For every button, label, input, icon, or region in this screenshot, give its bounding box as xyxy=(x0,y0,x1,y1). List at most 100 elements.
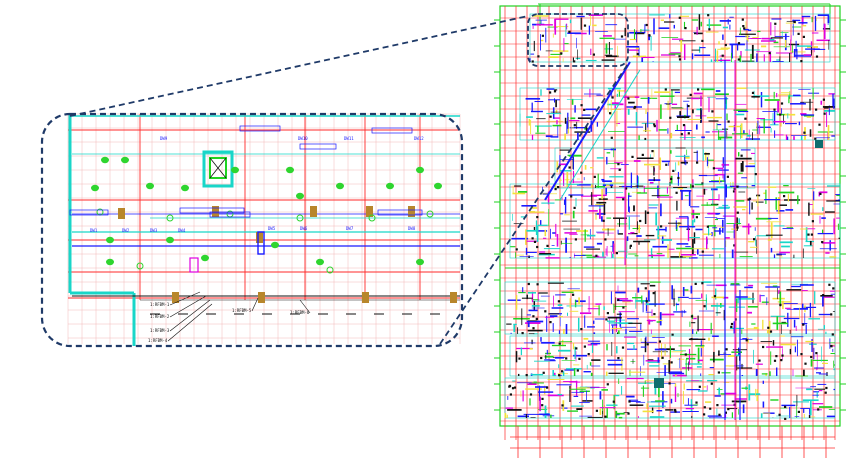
callout-connector xyxy=(69,13,629,345)
equipment-mark xyxy=(696,161,699,164)
equipment-mark xyxy=(780,359,783,362)
equipment-mark xyxy=(768,52,771,55)
equipment-mark xyxy=(572,293,575,296)
building-wing xyxy=(554,147,756,189)
riser-shaft xyxy=(189,257,199,273)
equipment-mark xyxy=(618,168,621,171)
equipment-mark xyxy=(687,132,690,135)
equipment-mark xyxy=(604,238,607,241)
equipment-mark xyxy=(825,386,828,390)
equipment-mark xyxy=(602,219,605,222)
equipment-mark xyxy=(661,356,664,359)
diffuser xyxy=(166,214,174,222)
equipment-mark xyxy=(708,28,711,31)
equipment-mark xyxy=(712,167,715,170)
equipment-mark xyxy=(645,23,648,27)
equipment-mark xyxy=(744,117,747,120)
equipment-mark xyxy=(740,154,743,157)
equipment-mark xyxy=(824,391,827,394)
structural-column xyxy=(366,206,373,217)
equipment-mark xyxy=(576,369,579,372)
equipment-mark xyxy=(727,408,730,411)
equipment-mark xyxy=(713,295,716,298)
equipment-mark xyxy=(549,115,552,118)
equipment-mark xyxy=(558,342,561,345)
annotation-box xyxy=(371,127,413,134)
stair-shaft xyxy=(209,157,227,179)
overview-floor-plan xyxy=(494,3,846,458)
annotation-box xyxy=(239,125,281,132)
equipment-mark xyxy=(546,244,549,247)
equipment-mark xyxy=(612,400,615,403)
equipment-mark xyxy=(670,361,673,364)
light-fixture xyxy=(121,156,129,164)
annotation-box xyxy=(209,211,251,218)
equipment-mark xyxy=(620,35,624,38)
equipment-mark xyxy=(668,382,671,385)
equipment-mark xyxy=(745,339,748,342)
equipment-mark xyxy=(718,413,721,416)
equipment-mark xyxy=(775,355,778,358)
tag-leader xyxy=(169,291,201,306)
equipment-mark xyxy=(821,241,824,244)
equipment-mark xyxy=(527,282,530,286)
equipment-mark xyxy=(540,356,543,360)
equipment-mark xyxy=(593,175,596,178)
equipment-mark xyxy=(703,406,706,409)
equipment-mark xyxy=(797,410,800,413)
equipment-mark xyxy=(580,171,583,174)
equipment-mark xyxy=(682,124,686,127)
equipment-mark xyxy=(758,359,761,362)
equipment-mark xyxy=(653,313,656,316)
equipment-mark xyxy=(508,385,511,388)
equipment-mark xyxy=(724,411,727,414)
equipment-mark xyxy=(580,328,583,331)
room-label: DW4 xyxy=(178,228,186,233)
equipment-tag: 1:RFBM-5 xyxy=(232,308,252,313)
structural-column xyxy=(310,206,317,217)
tag-leader xyxy=(169,295,207,318)
equipment-mark xyxy=(611,96,614,99)
equipment-mark xyxy=(568,166,571,169)
equipment-mark xyxy=(532,327,535,330)
equipment-mark xyxy=(583,108,586,111)
equipment-mark xyxy=(541,397,544,400)
equipment-mark xyxy=(732,190,736,193)
equipment-mark xyxy=(762,345,765,349)
structural-column xyxy=(408,206,415,217)
diffuser xyxy=(326,266,334,274)
annotation-box xyxy=(69,209,109,216)
room-label: DW1 xyxy=(90,228,98,233)
equipment-mark xyxy=(709,407,712,410)
equipment-mark xyxy=(537,55,540,58)
equipment-mark xyxy=(627,412,630,415)
annotation-box xyxy=(299,143,337,150)
equipment-mark xyxy=(671,333,674,336)
equipment-mark xyxy=(680,133,683,136)
equipment-mark xyxy=(675,191,678,194)
equipment-mark xyxy=(818,123,821,126)
equipment-mark xyxy=(678,16,681,19)
equipment-mark xyxy=(736,211,739,214)
equipment-mark xyxy=(742,25,745,28)
equipment-mark xyxy=(532,315,535,318)
equipment-mark xyxy=(724,43,727,47)
equipment-mark xyxy=(815,55,819,58)
equipment-mark xyxy=(684,353,687,356)
equipment-mark xyxy=(648,34,651,37)
equipment-tag: 1:RFBM-2 xyxy=(150,314,170,319)
equipment-mark xyxy=(604,415,607,418)
equipment-mark xyxy=(568,30,571,33)
equipment-mark xyxy=(748,197,752,200)
equipment-mark xyxy=(578,357,581,360)
equipment-mark xyxy=(541,404,544,407)
equipment-mark xyxy=(636,52,639,56)
equipment-mark xyxy=(727,120,730,123)
room-label: DW2 xyxy=(122,228,130,233)
equipment-mark xyxy=(664,88,667,91)
equipment-mark xyxy=(725,348,728,351)
equipment-tag: 1:RFBM-3 xyxy=(150,328,170,333)
equipment-mark xyxy=(701,39,704,42)
